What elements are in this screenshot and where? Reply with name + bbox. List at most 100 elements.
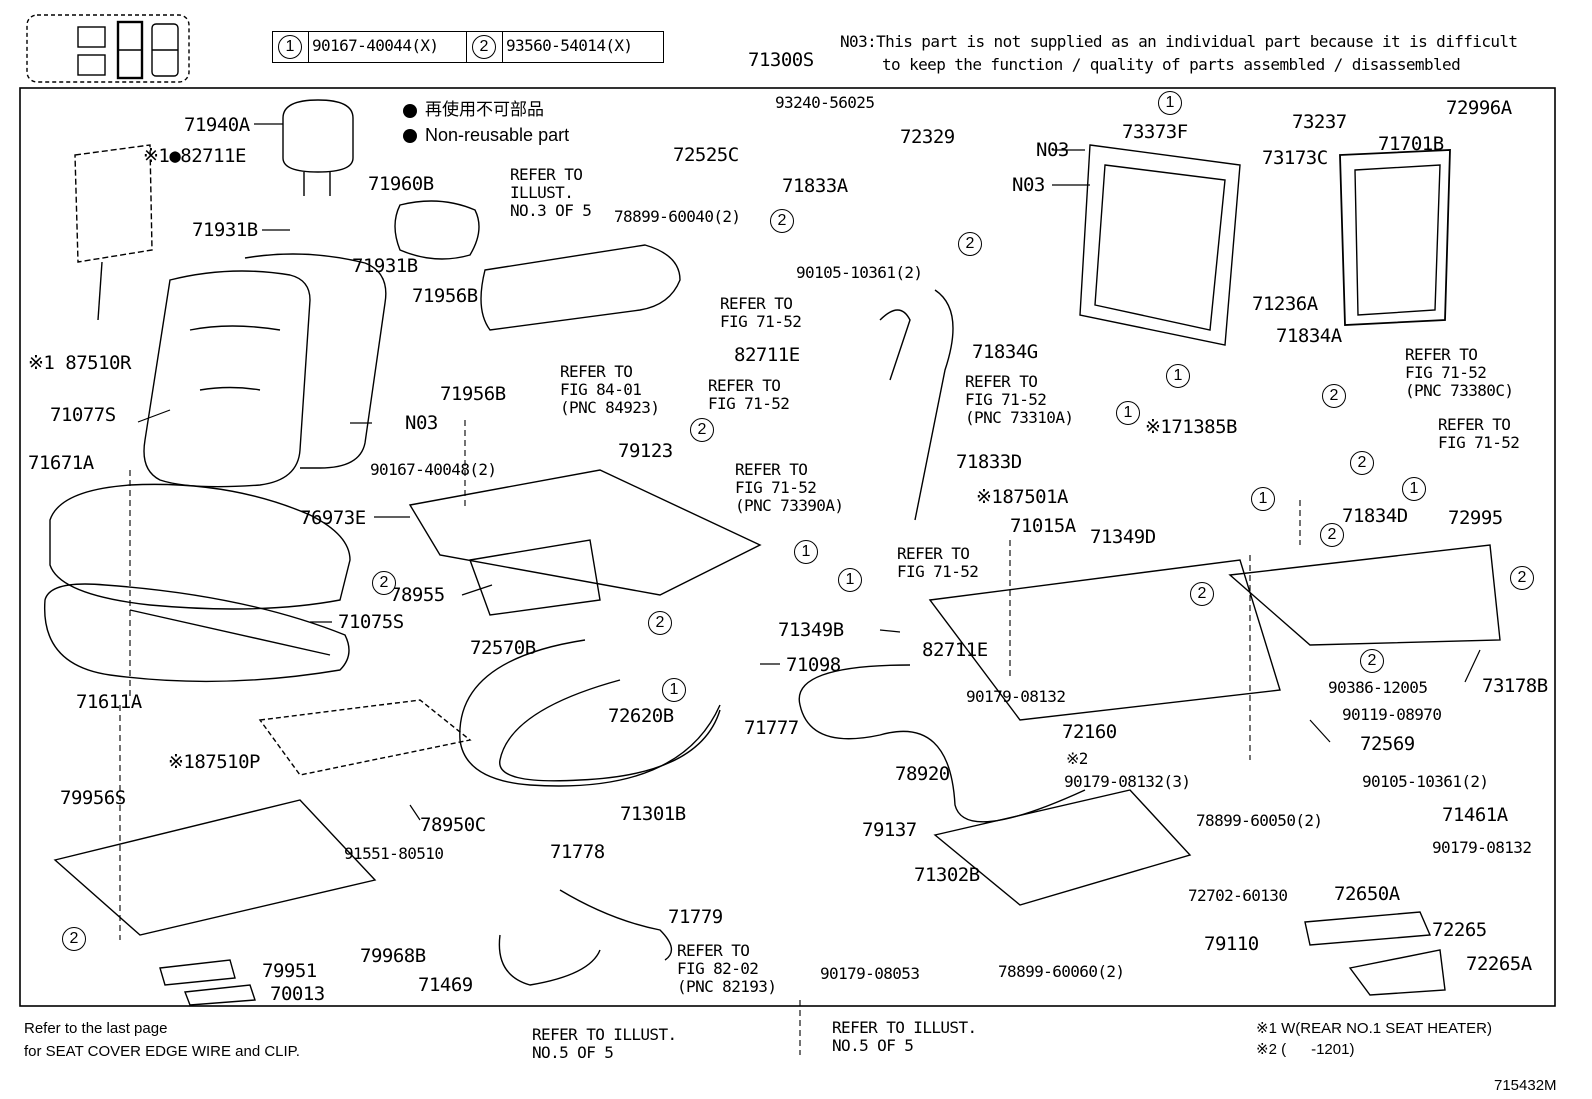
part-label: 72996A [1446,97,1512,119]
part-label: ※1 87510R [28,352,131,374]
part-label: 71461A [1442,804,1508,826]
part-label: 72620B [608,705,674,727]
part-label: 79137 [862,819,917,841]
part-label: 72265A [1466,953,1532,975]
refer-fig-84-01: REFER TO FIG 84-01 (PNC 84923) [560,362,660,417]
part-label: 78899-60040(2) [614,207,741,226]
refer-fig-82-02: REFER TO FIG 82-02 (PNC 82193) [677,941,777,996]
refer-fig-71-52-b: REFER TO FIG 71-52 [708,376,790,413]
callout-2: 2 [62,927,86,951]
part-label: 72702-60130 [1188,886,1288,905]
callout-2: 2 [1510,566,1534,590]
part-label: 78899-60060(2) [998,962,1125,981]
footer-note-line2: for SEAT COVER EDGE WIRE and CLIP. [24,1043,300,1060]
part-label: 78920 [895,763,950,785]
part-label: 71469 [418,974,473,996]
callout-2: 2 [372,571,396,595]
part-label: 76973E [300,507,366,529]
part-label: ※1●82711E [143,145,246,167]
callout-2: 2 [958,232,982,256]
part-label: 79123 [618,440,673,462]
callout-2: 2 [690,418,714,442]
refer-fig-71-52-e: REFER TO FIG 71-52 [897,544,979,581]
part-label: 73173C [1262,147,1328,169]
callout-2: 2 [648,611,672,635]
part-label: 71301B [620,803,686,825]
part-label: 71778 [550,841,605,863]
part-label: 72995 [1448,507,1503,529]
part-label: 90105-10361(2) [796,263,923,282]
part-label: 71960B [368,173,434,195]
top-assembly-number: 71300S [748,49,814,71]
part-label: 93240-56025 [775,93,875,112]
callout-2: 2 [1320,523,1344,547]
refer-fig-71-52-d: REFER TO FIG 71-52 (PNC 73390A) [735,460,844,515]
refer-illust-5-b: REFER TO ILLUST. NO.5 OF 5 [832,1018,977,1055]
part2-circle: 2 [472,35,496,59]
part-label: 71302B [914,864,980,886]
part-label: 71611A [76,691,142,713]
part-label: 71834D [1342,505,1408,527]
legend-en: Non-reusable part [425,125,570,145]
part-label: 82711E [922,639,988,661]
part-label: N03 [405,412,438,434]
part-label: 72329 [900,126,955,148]
refer-fig-71-52-g: REFER TO FIG 71-52 [1438,415,1520,452]
footnote-2: ※2 ( -1201) [1256,1041,1355,1058]
refer-fig-71-52-f: REFER TO FIG 71-52 (PNC 73380C) [1405,345,1514,400]
callout-1: 1 [794,540,818,564]
callout-1: 1 [1116,401,1140,425]
part-label: 79110 [1204,933,1259,955]
part-label: 82711E [734,344,800,366]
part-label: 72569 [1360,733,1415,755]
part-label: 71833A [782,175,848,197]
part-label: 71349B [778,619,844,641]
part-label: 90179-08132 [966,687,1066,706]
part-label: 73178B [1482,675,1548,697]
part-label: ※187501A [976,486,1069,508]
callout-1: 1 [1251,487,1275,511]
part-label: 71940A [184,114,250,136]
footer-note-line1: Refer to the last page [24,1020,168,1037]
part-label: 71956B [440,383,506,405]
part-label: 91551-80510 [344,844,444,863]
part-label: 71931B [352,255,418,277]
non-reusable-dot-icon [403,104,417,118]
part-reference-table [272,31,664,63]
part-label: 78955 [390,584,445,606]
refer-illust-3: REFER TO ILLUST. NO.3 OF 5 [510,165,592,220]
callout-2: 2 [770,209,794,233]
callout-2: 2 [1322,384,1346,408]
part-label: 73237 [1292,111,1347,133]
note-n03-line1: N03:This part is not supplied as an indi… [840,32,1518,51]
part-label: 71833D [956,451,1022,473]
part-label: ※187510P [168,751,261,773]
note-n03-line2: to keep the function / quality of parts … [882,55,1461,74]
part-label: 71931B [192,219,258,241]
part-label: 71834G [972,341,1038,363]
part-label: 71075S [338,611,404,633]
part1-circle: 1 [278,35,302,59]
callout-2: 2 [1350,451,1374,475]
callout-2: 2 [1360,649,1384,673]
diagram-frame [19,87,1556,1007]
part-label: 72265 [1432,919,1487,941]
part-label: 90119-08970 [1342,705,1442,724]
refer-fig-71-52-a: REFER TO FIG 71-52 [720,294,802,331]
part2-code: 93560-54014(X) [506,36,633,55]
part-label: 72160 [1062,721,1117,743]
part-label: N03 [1012,174,1045,196]
part-label: 70013 [270,983,325,1005]
seat-layout-icon [26,14,190,83]
part-label: 78950C [420,814,486,836]
refer-illust-5-a: REFER TO ILLUST. NO.5 OF 5 [532,1025,677,1062]
part-label: 71777 [744,717,799,739]
part-label: 71077S [50,404,116,426]
part-label: 71236A [1252,293,1318,315]
callout-1: 1 [1166,364,1190,388]
part-label: 71779 [668,906,723,928]
part-label: 90105-10361(2) [1362,772,1489,791]
footnote-1: ※1 W(REAR NO.1 SEAT HEATER) [1256,1020,1492,1037]
part-label: 78899-60050(2) [1196,811,1323,830]
